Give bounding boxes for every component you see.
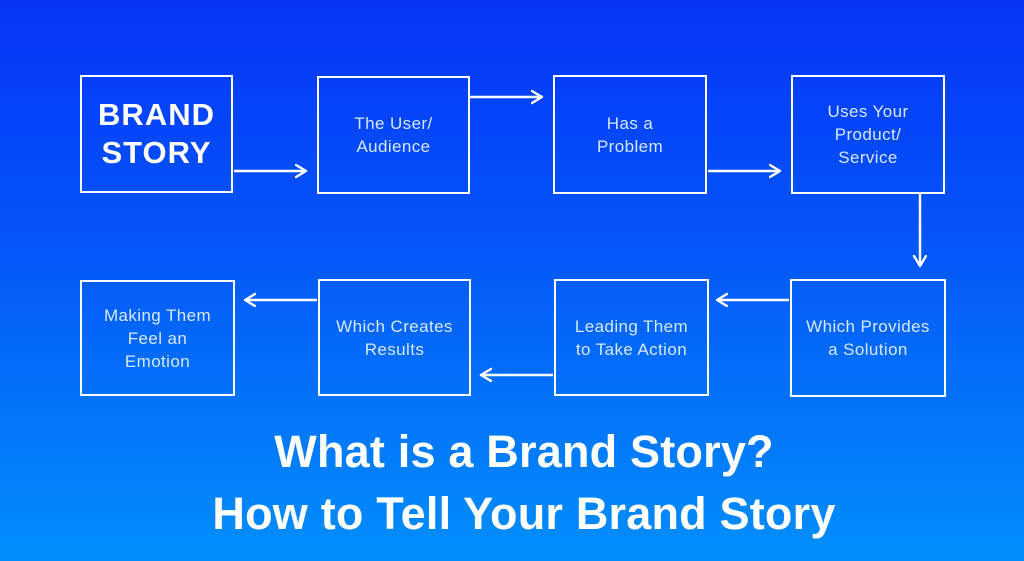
- node-creates-results: Which Creates Results: [318, 279, 471, 396]
- node-take-action: Leading Them to Take Action: [554, 279, 709, 396]
- node-provides-solution: Which Provides a Solution: [790, 279, 946, 397]
- node-feel-emotion: Making Them Feel an Emotion: [80, 280, 235, 396]
- page-title: What is a Brand Story? How to Tell Your …: [0, 421, 1024, 545]
- node-brand-story: BRAND STORY: [80, 75, 233, 193]
- node-uses-product-service: Uses Your Product/ Service: [791, 75, 945, 194]
- node-has-a-problem: Has a Problem: [553, 75, 707, 194]
- node-user-audience: The User/ Audience: [317, 76, 470, 194]
- page-title-line2: How to Tell Your Brand Story: [212, 488, 836, 539]
- page-title-line1: What is a Brand Story?: [274, 426, 774, 477]
